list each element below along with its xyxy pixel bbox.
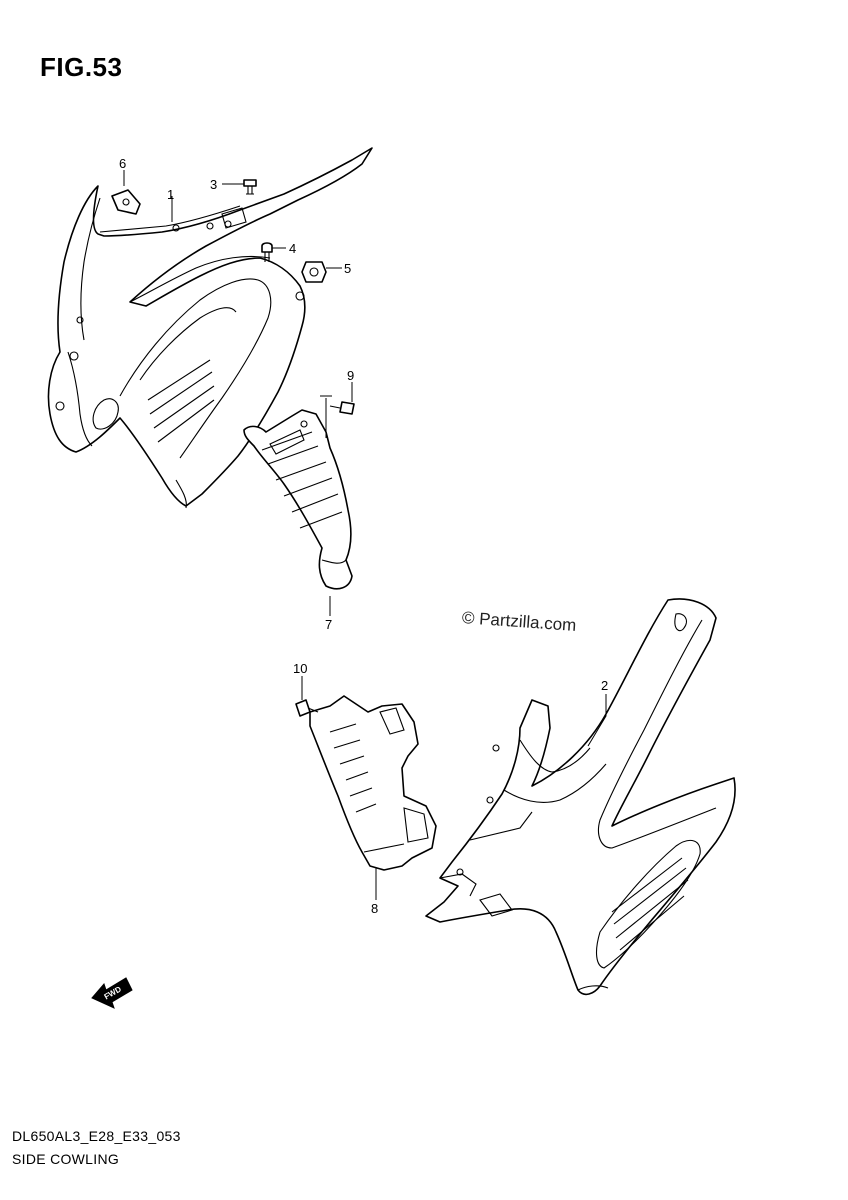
figure-name: SIDE COWLING [12,1151,120,1167]
part-4-bolt[interactable] [261,242,273,262]
part-6-bracket[interactable] [111,189,141,215]
callout-4: 4 [289,241,296,256]
callout-5: 5 [344,261,351,276]
part-2-lower-cowling[interactable] [425,598,736,996]
callout-8: 8 [371,901,378,916]
callout-10: 10 [293,661,307,676]
figure-title: FIG.53 [40,52,123,82]
part-5-nut[interactable] [301,261,327,283]
part-9-screw[interactable] [329,401,355,415]
callout-7: 7 [325,617,332,632]
part-7-inner-panel[interactable] [243,409,353,590]
part-8-lower-bracket[interactable] [309,695,437,871]
callout-9: 9 [347,368,354,383]
figure-code: DL650AL3_E28_E33_053 [12,1128,181,1144]
callout-labels: 6 1 3 4 5 9 7 2 8 10 [119,156,608,916]
part-10-screw[interactable] [295,699,319,717]
callout-1: 1 [167,187,174,202]
callout-2: 2 [601,678,608,693]
callout-3: 3 [210,177,217,192]
part-1-upper-cowling[interactable] [47,147,373,509]
part-3-screw[interactable] [243,179,257,195]
fwd-arrow-icon: FWD [91,977,133,1009]
callout-6: 6 [119,156,126,171]
leader-lines [123,170,607,900]
